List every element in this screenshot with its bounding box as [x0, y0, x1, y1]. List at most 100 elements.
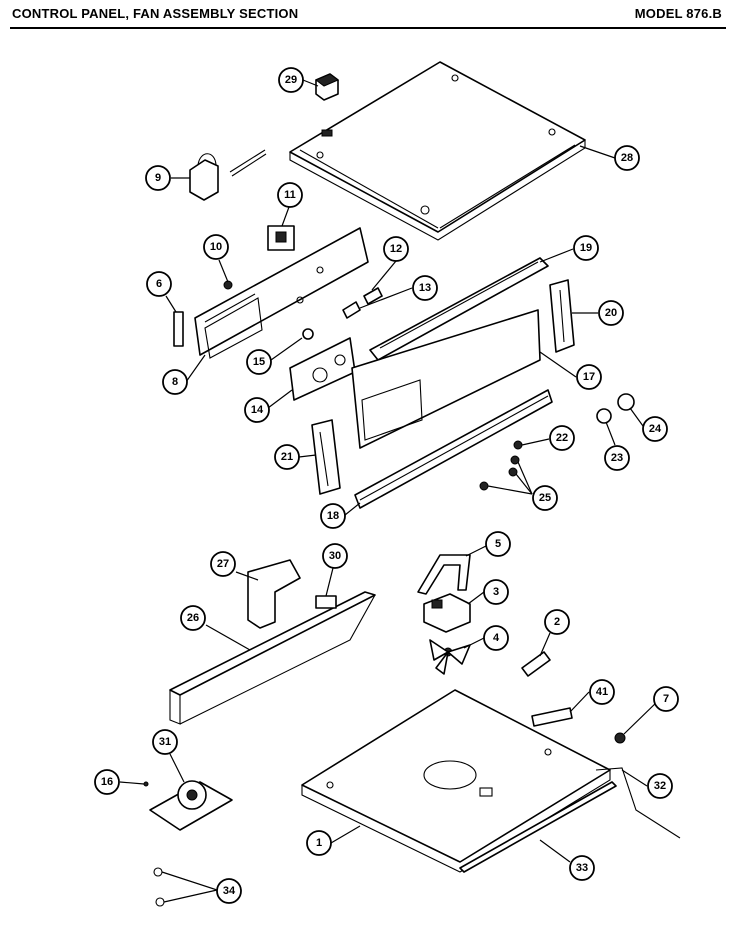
callout-30: 30 — [322, 543, 348, 569]
svg-text:3: 3 — [493, 586, 499, 598]
callout-20: 20 — [598, 300, 624, 326]
svg-text:7: 7 — [663, 693, 669, 705]
svg-text:30: 30 — [329, 550, 341, 562]
screw-part — [143, 781, 149, 787]
callout-5: 5 — [485, 531, 511, 557]
callout-41: 41 — [589, 679, 615, 705]
svg-text:8: 8 — [172, 376, 178, 388]
svg-text:32: 32 — [654, 780, 666, 792]
header-rule — [10, 27, 726, 29]
callout-28: 28 — [614, 145, 640, 171]
svg-text:26: 26 — [187, 612, 199, 624]
bracket-part — [189, 149, 267, 201]
callout-24: 24 — [642, 416, 668, 442]
callout-3: 3 — [483, 579, 509, 605]
fan-motor-part — [423, 593, 471, 633]
screw-part — [479, 481, 489, 491]
svg-text:21: 21 — [281, 451, 293, 463]
rod-part — [595, 767, 681, 839]
switch-block-part — [315, 73, 339, 101]
callout-12: 12 — [383, 236, 409, 262]
svg-text:16: 16 — [101, 776, 113, 788]
screw-set-part — [153, 867, 165, 907]
callout-6: 6 — [146, 271, 172, 297]
svg-text:6: 6 — [156, 278, 162, 290]
callout-11: 11 — [277, 182, 303, 208]
callout-17: 17 — [576, 364, 602, 390]
callout-21: 21 — [274, 444, 300, 470]
callout-4: 4 — [483, 625, 509, 651]
svg-text:5: 5 — [495, 538, 501, 550]
callout-34: 34 — [216, 878, 242, 904]
svg-text:4: 4 — [493, 632, 500, 644]
page-title: CONTROL PANEL, FAN ASSEMBLY SECTION — [12, 6, 299, 21]
trim-strip-part — [173, 311, 184, 347]
callout-1: 1 — [306, 830, 332, 856]
svg-text:41: 41 — [596, 686, 608, 698]
hinge-part — [521, 651, 551, 677]
callout-27: 27 — [210, 551, 236, 577]
callout-16: 16 — [94, 769, 120, 795]
callout-9: 9 — [145, 165, 171, 191]
top-cover-part — [289, 61, 586, 241]
callout-8: 8 — [162, 369, 188, 395]
rail-part — [369, 257, 549, 361]
small-bracket-part — [531, 707, 573, 727]
callout-2: 2 — [544, 609, 570, 635]
svg-text:28: 28 — [621, 152, 633, 164]
svg-text:34: 34 — [223, 885, 236, 897]
screw-part — [513, 440, 523, 450]
callout-31: 31 — [152, 729, 178, 755]
svg-text:18: 18 — [327, 510, 339, 522]
svg-text:2: 2 — [554, 616, 560, 628]
callout-32: 32 — [647, 773, 673, 799]
screw-part — [510, 455, 520, 465]
fan-strap-part — [417, 554, 471, 595]
svg-text:1: 1 — [316, 837, 322, 849]
bottom-strip-part — [459, 781, 617, 873]
clip-part — [614, 732, 626, 744]
svg-text:25: 25 — [539, 492, 551, 504]
callout-25: 25 — [532, 485, 558, 511]
screw-part — [508, 467, 518, 477]
svg-text:27: 27 — [217, 558, 229, 570]
rotary-switch-part — [267, 225, 295, 251]
thermostat-part — [149, 780, 233, 831]
callout-22: 22 — [549, 425, 575, 451]
base-plate-part — [301, 689, 611, 873]
svg-text:15: 15 — [253, 356, 265, 368]
callout-14: 14 — [244, 397, 270, 423]
svg-text:14: 14 — [251, 404, 264, 416]
svg-text:12: 12 — [390, 243, 402, 255]
callout-7: 7 — [653, 686, 679, 712]
svg-text:19: 19 — [580, 242, 592, 254]
callout-10: 10 — [203, 234, 229, 260]
svg-text:24: 24 — [649, 423, 662, 435]
callout-13: 13 — [412, 275, 438, 301]
fan-blade-part — [429, 639, 471, 675]
side-bracket-left-part — [311, 419, 341, 495]
model-number: MODEL 876.B — [634, 6, 722, 21]
svg-text:10: 10 — [210, 241, 222, 253]
channel-part — [169, 591, 376, 725]
spacer-part — [342, 287, 383, 319]
svg-text:17: 17 — [583, 371, 595, 383]
callout-26: 26 — [180, 605, 206, 631]
knob-part — [302, 328, 314, 340]
callout-23: 23 — [604, 445, 630, 471]
svg-text:9: 9 — [155, 172, 161, 184]
knob-part — [617, 393, 635, 411]
svg-text:20: 20 — [605, 307, 617, 319]
svg-text:11: 11 — [284, 189, 296, 201]
svg-text:33: 33 — [576, 862, 588, 874]
callout-19: 19 — [573, 235, 599, 261]
leader-lines — [119, 79, 661, 903]
fan-bracket-part — [247, 559, 301, 629]
front-panel-part — [351, 309, 541, 449]
svg-text:23: 23 — [611, 452, 623, 464]
timer-module-part — [289, 337, 356, 401]
svg-text:22: 22 — [556, 432, 568, 444]
svg-text:29: 29 — [285, 74, 297, 86]
svg-text:31: 31 — [159, 736, 171, 748]
